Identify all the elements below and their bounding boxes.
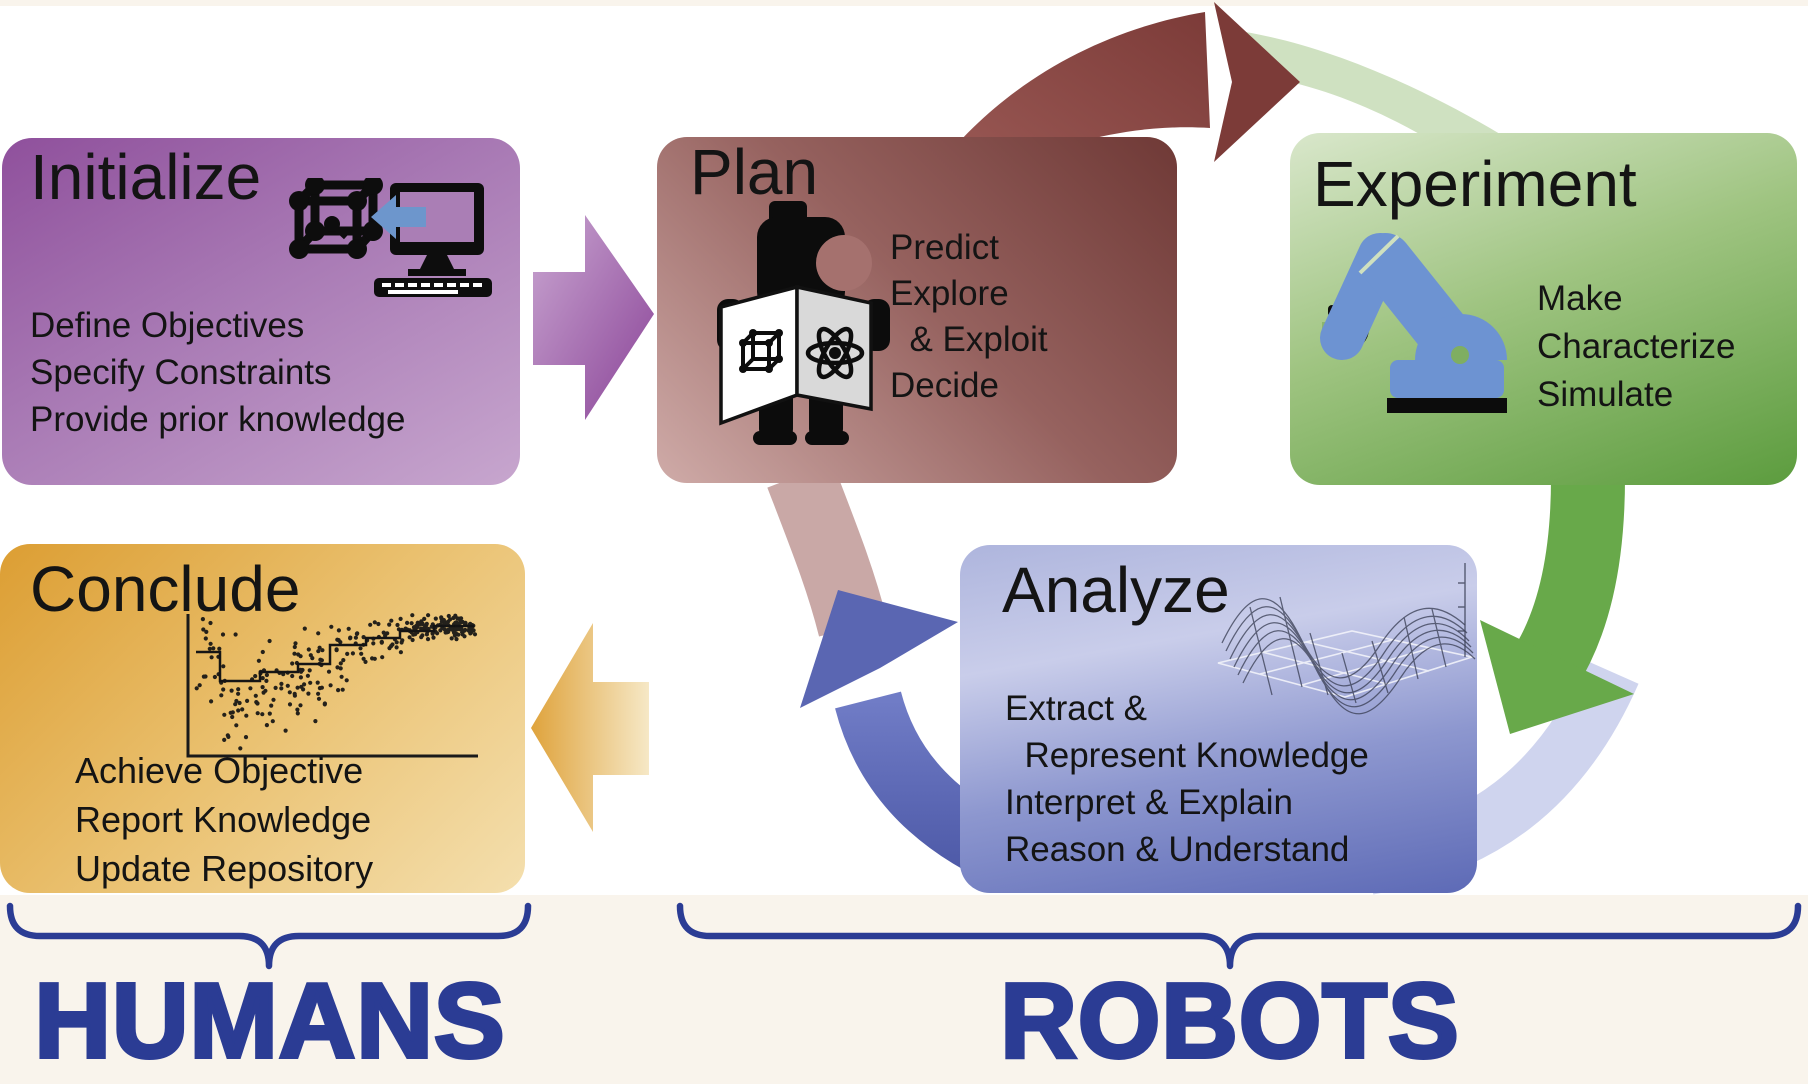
orange-arrow [531,623,649,832]
maroon-arrowhead [1214,2,1300,162]
scatter-plot-icon [186,613,478,758]
plan-body: Predict Explore & Exploit Decide [890,225,1048,409]
plan-line: & Exploit [890,320,1048,359]
blue-left-arrow-icon [371,195,426,239]
initialize-title: Initialize [30,141,262,213]
box-conclude: Conclude Achieve Objective Report Knowle… [0,544,525,893]
pale-green-arc [1232,30,1510,140]
conclude-body: Achieve Objective Report Knowledge Updat… [75,746,373,893]
conclude-line: Achieve Objective [75,750,364,791]
top-cream-strip [0,0,1808,6]
robot-arm-icon [1320,233,1507,413]
analyze-line: Interpret & Explain [1005,783,1293,822]
experiment-title: Experiment [1313,148,1637,220]
initialize-line: Specify Constraints [30,353,332,392]
plan-line: Explore [890,274,1009,313]
conclude-line: Report Knowledge [75,799,372,840]
experiment-line: Simulate [1537,375,1674,414]
box-experiment: Experiment Make Characterize Simulate [1290,133,1797,485]
initialize-line: Provide prior knowledge [30,400,406,439]
wireframe-surface [1221,596,1476,715]
surface-plot-icon [1217,563,1476,715]
humans-label: HUMANS [32,962,506,1080]
purple-arrow [533,215,654,420]
conclude-line: Update Repository [75,848,374,889]
robot-reading-book-icon [717,201,890,445]
analyze-title: Analyze [1002,554,1230,626]
atom-icon [805,326,865,380]
experiment-body: Make Characterize Simulate [1537,275,1735,419]
plan-line: Decide [890,366,999,405]
analyze-line: Reason & Understand [1005,830,1350,869]
initialize-body: Define Objectives Specify Constraints Pr… [30,302,405,443]
initialize-line: Define Objectives [30,306,305,345]
plan-line: Predict [890,228,999,267]
experiment-line: Make [1537,279,1623,318]
green-arrow-shaft [1513,477,1625,688]
experiment-line: Characterize [1537,327,1736,366]
plan-title: Plan [690,136,819,208]
box-initialize: Initialize [2,138,520,485]
analyze-line: Extract & [1005,689,1147,728]
analyze-body: Extract & Represent Knowledge Interpret … [1005,685,1369,873]
conclude-title: Conclude [30,553,301,625]
blue-arrowhead [800,590,958,708]
green-arrowhead [1480,620,1634,734]
analyze-line: Represent Knowledge [1005,736,1369,775]
robots-label: ROBOTS [998,962,1460,1080]
box-plan: Plan [657,137,1177,483]
molecule-to-computer-icon [289,178,492,297]
box-analyze: Analyze [960,545,1477,893]
